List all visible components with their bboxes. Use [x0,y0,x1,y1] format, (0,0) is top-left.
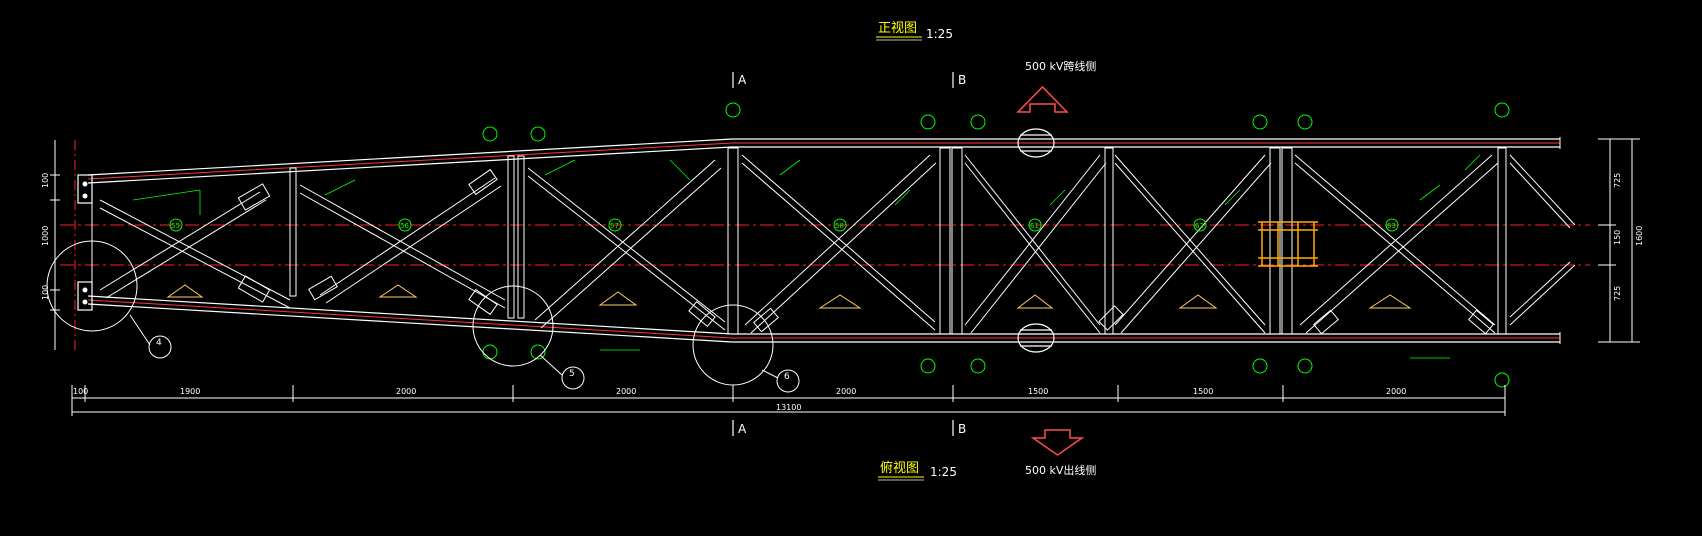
bay-dimension-line [71,385,1506,416]
clamp-top [1017,128,1055,158]
detail-5-balloon [561,366,585,390]
section-a-bottom: A [738,422,747,436]
member-label: 56 [400,222,409,230]
member-label: 63 [1387,222,1396,230]
right-height-dimension [1598,138,1640,343]
bolt [82,299,88,305]
detail-6-leader [761,369,779,379]
section-b-bottom: B [958,422,966,436]
bottom-chord-inner [87,295,1560,335]
front-view-title: 正视图 [878,21,917,36]
direction-up-label: 500 kV跨线侧 [1025,59,1096,73]
right-height-mid: 150 [1613,230,1622,245]
top-view-title: 俯视图 [880,460,919,476]
ladder-detail [1258,221,1318,267]
vertical-posts [289,147,1507,335]
left-end-plate-top [77,174,93,204]
direction-down-arrow [1030,429,1085,456]
top-chord-center [87,142,1560,180]
direction-up-arrow [1016,85,1069,113]
member-label: 61 [1030,222,1039,230]
left-height-bottom: 100 [41,285,50,300]
detail-6-label: 6 [784,372,790,382]
total-length: 13100 [776,403,801,412]
detail-5-leader [539,354,563,376]
member-balloons [169,102,1510,388]
bay-dim-3: 2000 [616,387,636,396]
left-height-mid: 1000 [41,226,50,246]
bay-dim-5: 1500 [1028,387,1048,396]
bay-dim-1: 1900 [180,387,200,396]
left-height-dimension [50,140,60,350]
annotation-leaders [132,154,1481,359]
member-label: 57 [610,222,619,230]
left-end-plate-bottom [77,281,93,311]
bay-dim-2: 2000 [396,387,416,396]
section-b-top: B [958,73,966,87]
diagonal-bracing [99,154,1576,334]
detail-6-circle [692,304,774,386]
bolt [82,287,88,293]
bolt [82,193,88,199]
detail-5-label: 5 [569,369,575,379]
bay-dim-7: 2000 [1386,387,1406,396]
detail-4-label: 4 [156,338,162,348]
member-label: 55 [171,222,180,230]
member-label: 62 [1195,222,1204,230]
top-chord-inner [87,146,1560,184]
detail-5-circle [472,285,554,367]
left-height-top: 100 [41,173,50,188]
detail-6-balloon [776,369,800,393]
clamp-bottom [1017,323,1055,353]
bay-dim-4: 2000 [836,387,856,396]
bottom-chord-center [87,299,1560,339]
right-height-bottom: 725 [1613,286,1622,301]
member-label: 58 [835,222,844,230]
top-chord-outer [87,138,1560,176]
section-a-top: A [738,73,747,87]
bolt [82,181,88,187]
bay-dim-0: 100 [73,387,88,396]
weld-symbols [166,284,1412,309]
right-height-top: 725 [1613,173,1622,188]
bottom-chord-outer [87,303,1560,343]
detail-4-circle [46,240,138,332]
front-view-scale: 1:25 [926,27,953,41]
top-view-scale: 1:25 [930,465,957,479]
direction-down-label: 500 kV出线侧 [1025,463,1096,477]
right-height-total: 1600 [1635,226,1644,246]
detail-4-leader [129,314,151,346]
detail-4-balloon [148,335,172,359]
gusset-plates [237,168,1494,335]
bay-dim-6: 1500 [1193,387,1213,396]
